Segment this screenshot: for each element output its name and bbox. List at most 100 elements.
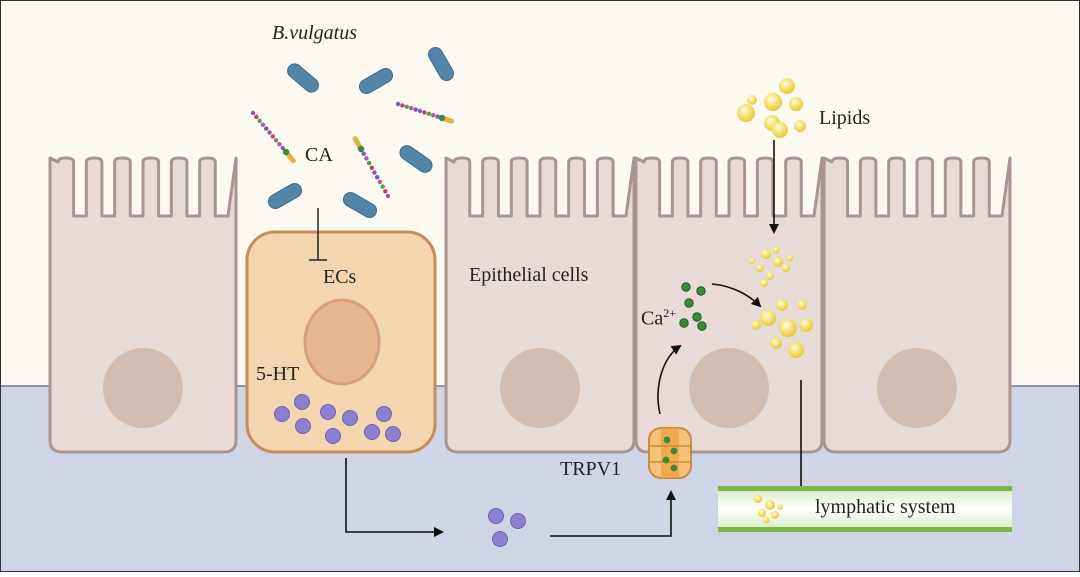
serotonin-vesicle-icon	[320, 404, 336, 420]
ca-label: CA	[305, 144, 333, 166]
cholic-acid-chain-icon	[250, 110, 296, 164]
epithelial-cell-2-body	[444, 156, 636, 454]
serotonin-released-icon	[488, 508, 504, 524]
trpv1-label: TRPV1	[560, 458, 622, 480]
epithelial-cell-4-nucleus	[877, 348, 957, 428]
lipid-droplet-icon	[760, 310, 776, 326]
serotonin-released-icon	[492, 531, 508, 547]
trpv1-to-calcium-arrow	[657, 344, 682, 415]
lipid-droplet-icon	[786, 254, 794, 262]
calcium-ion-icon	[684, 298, 694, 308]
lipid-droplet-icon	[788, 342, 804, 358]
chain-bead	[372, 170, 377, 175]
calcium-ion-icon	[697, 321, 707, 331]
lipid-droplet-icon	[770, 337, 782, 349]
lipid-droplet-icon	[777, 504, 783, 510]
chain-bead	[413, 107, 418, 112]
trpv1-calcium-icon	[670, 447, 678, 455]
lipid-droplet-icon	[751, 320, 761, 330]
chain-bead	[377, 179, 383, 185]
ec-to-serotonin-arrow	[345, 458, 444, 537]
bacterium-body	[342, 192, 378, 218]
chain-bead	[364, 156, 369, 161]
ec-nucleus	[303, 298, 381, 386]
calcium-ion-icon	[679, 318, 689, 328]
epithelial-cell-1	[48, 156, 238, 454]
rod-bacterium-icon	[399, 145, 433, 173]
bacterium-body	[287, 63, 319, 93]
chain-bead	[435, 114, 440, 119]
chain-joint	[357, 145, 365, 153]
chain-bead	[257, 118, 262, 124]
lipid-droplet-icon	[779, 78, 795, 94]
serotonin-vesicle-icon	[376, 406, 392, 422]
enterochromaffin-cell	[245, 230, 437, 454]
chain-bead	[385, 193, 391, 199]
lipid-droplet-icon	[776, 299, 788, 311]
lipid-droplet-icon	[761, 249, 771, 259]
calcium-label: Ca2+	[641, 306, 676, 331]
chain-bead	[361, 151, 366, 156]
epithelial-cell-1-nucleus	[103, 348, 183, 428]
calcium-ion-icon	[692, 312, 702, 322]
epithelial-cell-4	[822, 156, 1012, 454]
calcium-label-charge: 2+	[663, 306, 676, 320]
cholic-acid-chain-icon	[395, 101, 455, 124]
lipid-droplet-icon	[772, 246, 780, 254]
cholic-acid-chain-icon	[352, 136, 391, 199]
rod-bacterium-icon	[358, 68, 394, 94]
serotonin-vesicle-icon	[385, 426, 401, 442]
lipid-droplet-icon	[766, 272, 774, 280]
epithelial-cell-4-body	[822, 156, 1012, 454]
lipid-droplet-icon	[764, 93, 782, 111]
chain-bead	[426, 111, 431, 117]
calcium-to-lipid-arrow	[711, 283, 762, 308]
rod-bacterium-icon	[428, 46, 454, 82]
lipid-droplet-icon	[747, 95, 757, 105]
lipids-label: Lipids	[819, 107, 871, 129]
chain-bead	[395, 101, 401, 107]
calcium-ion-icon	[681, 282, 691, 292]
chain-bead	[422, 110, 427, 115]
molecules-layer	[250, 46, 813, 547]
chain-bead	[417, 108, 423, 114]
ecs-label: ECs	[323, 266, 357, 288]
lipid-droplet-icon	[749, 258, 755, 264]
chain-bead	[404, 104, 409, 110]
serotonin-vesicle-icon	[342, 410, 358, 426]
lipid-droplet-icon	[772, 122, 788, 138]
lipid-droplet-icon	[794, 120, 806, 132]
lymph-lipid-cluster	[754, 495, 783, 524]
serotonin-vesicle-icon	[294, 394, 310, 410]
epithelial-cell-1-body	[48, 156, 238, 454]
chain-bead	[250, 110, 256, 116]
chain-bead	[267, 130, 272, 135]
chain-bead	[409, 106, 414, 111]
serotonin-vesicle-icon	[274, 406, 290, 422]
epithelial-cell-2-nucleus	[500, 348, 580, 428]
calcium-ion-icon	[696, 286, 706, 296]
trpv1-calcium-icon	[662, 456, 670, 464]
trpv1-calcium-icon	[663, 436, 671, 444]
lipid-droplet-icon	[762, 516, 770, 524]
chain-bead	[260, 122, 266, 127]
epithelial-cell-2	[444, 156, 636, 454]
lipid-droplet-icon	[754, 495, 762, 503]
serotonin-vesicle-icon	[295, 418, 311, 434]
serotonin-released-icon	[510, 513, 526, 529]
chain-bead	[280, 145, 285, 151]
chain-joint	[438, 114, 446, 122]
serotonin-vesicle-icon	[325, 428, 341, 444]
chain-bead	[277, 142, 282, 147]
rod-bacterium-icon	[342, 192, 378, 218]
lipid-droplet-icon	[789, 97, 803, 111]
epithelial-cell-3-nucleus	[689, 348, 769, 428]
trpv1-channel-icon	[648, 427, 692, 479]
lipid-droplet-icon	[737, 104, 755, 122]
calcium-label-base: Ca	[641, 307, 664, 330]
chain-bead	[375, 175, 380, 180]
lipid-droplet-icon	[797, 300, 807, 310]
chain-bead	[273, 138, 279, 143]
bacterium-body	[267, 183, 303, 209]
chain-bead	[369, 165, 374, 170]
